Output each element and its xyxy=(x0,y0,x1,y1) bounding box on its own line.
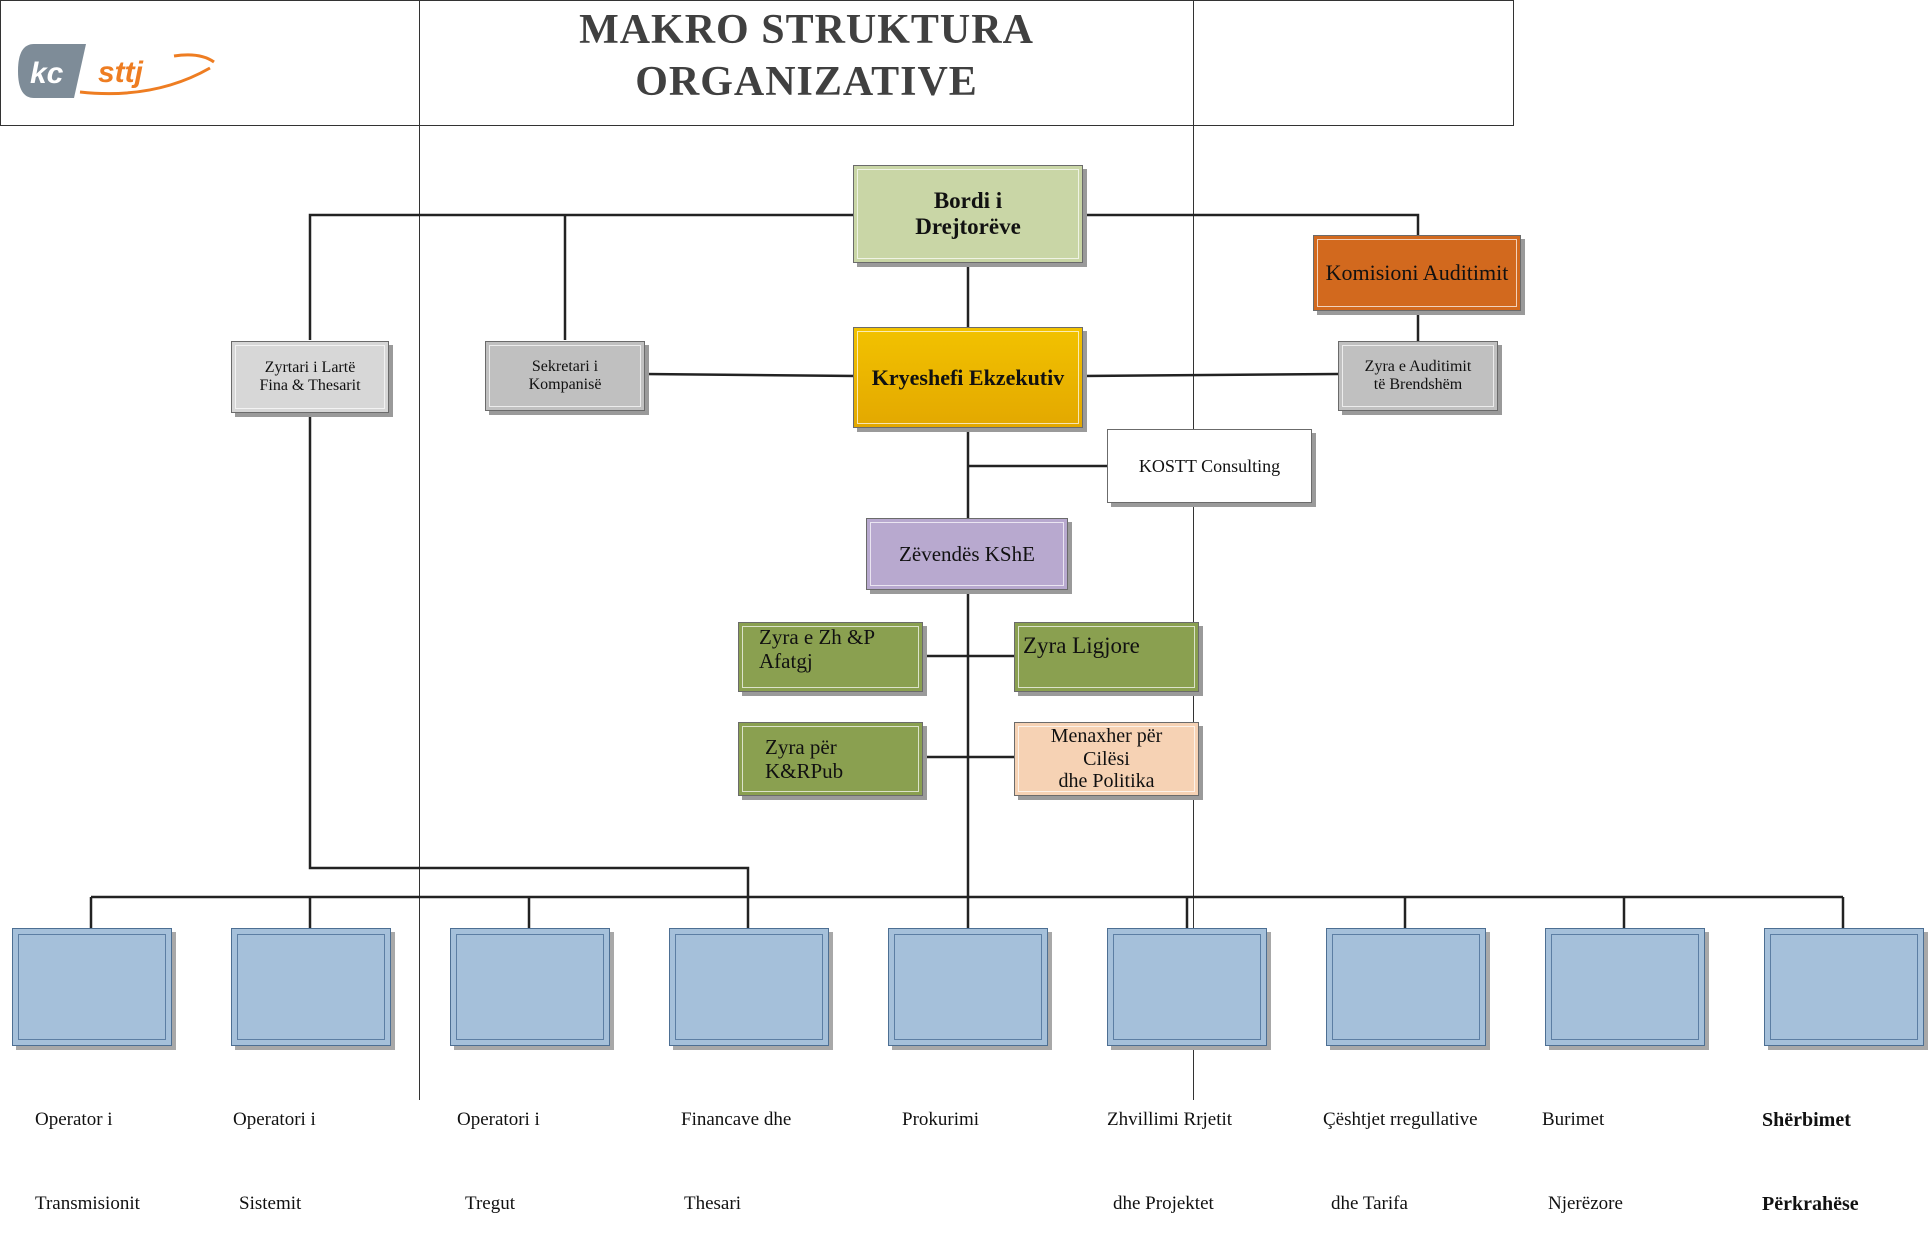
department-label-6-line2: dhe Projektet xyxy=(1113,1193,1214,1214)
office-krpub-box: Zyra për K&RPub xyxy=(738,722,923,796)
department-label-8-line1: Burimet xyxy=(1542,1109,1605,1130)
department-label-7-line1: Çështjet rregullative xyxy=(1323,1109,1478,1130)
department-label-2-line1: Operatori i xyxy=(233,1109,316,1130)
department-box-1 xyxy=(12,928,172,1046)
department-label-2: Operatori i Sistemit xyxy=(233,1050,316,1246)
title-line-2: ORGANIZATIVE xyxy=(635,59,978,105)
kostt-consulting-box: KOSTT Consulting xyxy=(1107,429,1312,503)
department-box-6 xyxy=(1107,928,1267,1046)
department-label-2-line2: Sistemit xyxy=(239,1193,302,1214)
board-of-directors-box: Bordi i Drejtorëve xyxy=(853,165,1083,263)
svg-text:kc: kc xyxy=(30,57,64,90)
quality-manager-box: Menaxher për Cilësi dhe Politika xyxy=(1014,722,1199,796)
company-logo: kc sttj xyxy=(14,42,224,107)
department-label-8: Burimet Njerëzore xyxy=(1542,1050,1623,1246)
header-frame: kc sttj MAKRO STRUKTURA ORGANIZATIVE xyxy=(0,0,1514,1100)
office-zhp-box: Zyra e Zh &P Afatgj xyxy=(738,622,923,692)
page-title: MAKRO STRUKTURA ORGANIZATIVE xyxy=(420,4,1193,108)
department-label-5: Prokurimi xyxy=(902,1050,979,1218)
title-cell: MAKRO STRUKTURA ORGANIZATIVE xyxy=(420,0,1194,1100)
department-label-7-line2: dhe Tarifa xyxy=(1331,1193,1408,1214)
department-box-9 xyxy=(1764,928,1924,1046)
department-label-4-line2: Thesari xyxy=(684,1193,741,1214)
department-label-1: Operator i Transmisionit xyxy=(35,1050,140,1246)
department-label-6-line1: Zhvillimi Rrjetit xyxy=(1107,1109,1233,1130)
department-box-7 xyxy=(1326,928,1486,1046)
legal-office-box: Zyra Ligjore xyxy=(1014,622,1199,692)
department-label-6: Zhvillimi Rrjetit dhe Projektet xyxy=(1107,1050,1232,1246)
department-label-4: Financave dhe Thesari xyxy=(681,1050,791,1246)
department-label-4-line1: Financave dhe xyxy=(681,1109,792,1130)
internal-audit-box: Zyra e Auditimit të Brendshëm xyxy=(1338,341,1498,411)
title-line-1: MAKRO STRUKTURA xyxy=(579,7,1034,53)
department-label-9: Shërbimet Përkrahëse xyxy=(1762,1050,1859,1246)
department-label-1-line2: Transmisionit xyxy=(35,1193,140,1214)
department-box-8 xyxy=(1545,928,1705,1046)
ceo-box: Kryeshefi Ekzekutiv xyxy=(853,327,1083,428)
department-label-7: Çështjet rregullative dhe Tarifa xyxy=(1323,1050,1478,1246)
department-box-2 xyxy=(231,928,391,1046)
department-label-8-line2: Njerëzore xyxy=(1548,1193,1623,1214)
deputy-ceo-box: Zëvendës KShE xyxy=(866,518,1068,590)
department-box-4 xyxy=(669,928,829,1046)
department-label-1-line1: Operator i xyxy=(35,1109,113,1130)
department-box-5 xyxy=(888,928,1048,1046)
department-box-3 xyxy=(450,928,610,1046)
connector-lines xyxy=(89,213,1845,928)
department-label-9-line2: Përkrahëse xyxy=(1762,1193,1859,1215)
department-label-3: Operatori i Tregut xyxy=(457,1050,540,1246)
department-label-3-line2: Tregut xyxy=(465,1193,515,1214)
department-label-9-line1: Shërbimet xyxy=(1762,1109,1851,1131)
logo-cell: kc sttj xyxy=(0,0,420,1100)
department-label-5-line1: Prokurimi xyxy=(902,1109,980,1130)
svg-text:sttj: sttj xyxy=(98,56,144,89)
finance-officer-box: Zyrtari i Lartë Fina & Thesarit xyxy=(231,341,389,413)
audit-committee-box: Komisioni Auditimit xyxy=(1313,235,1521,311)
department-label-3-line1: Operatori i xyxy=(457,1109,540,1130)
company-secretary-box: Sekretari i Kompanisë xyxy=(485,341,645,411)
